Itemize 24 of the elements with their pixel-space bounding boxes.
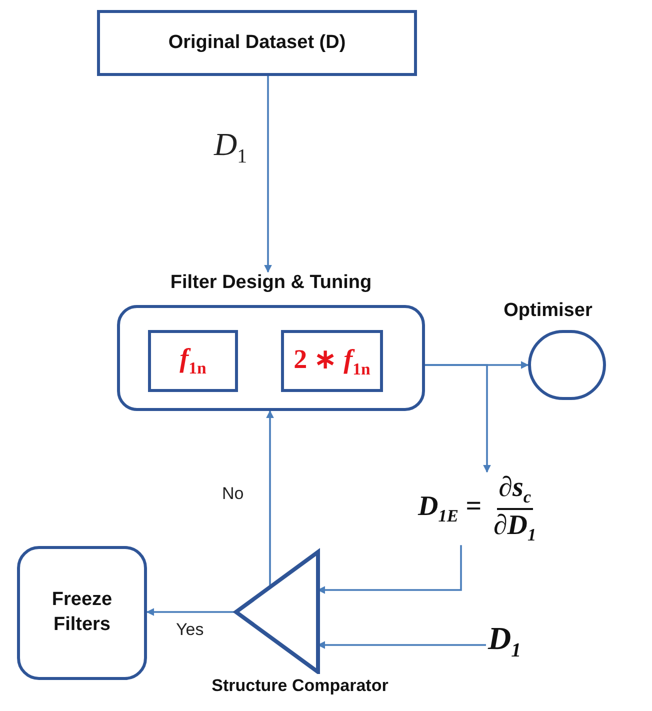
node-caption: Structure Comparator (210, 676, 390, 696)
fraction-numerator: ∂s$_{c}$ (496, 472, 534, 510)
arrow (264, 76, 272, 273)
process-box (97, 10, 417, 76)
box-label: Freeze Filters (50, 588, 114, 637)
box-label: Original Dataset (D) (168, 30, 346, 55)
node-heading: Optimiser (502, 300, 594, 322)
arrow (146, 608, 236, 616)
edge-label: No (222, 484, 244, 504)
filter-formula: 2 ∗ f$_{1n}$ (294, 342, 370, 380)
fraction-denominator: ∂D$_{1}$ (492, 510, 538, 546)
arrow (317, 545, 462, 594)
group-heading: Filter Design & Tuning (169, 272, 373, 294)
edge-label: Yes (176, 620, 204, 640)
edge-label: D$_{1}$ (214, 126, 248, 168)
input-symbol: D$_{1}$ (486, 620, 522, 662)
filter-formula: f$_{1n}$ (180, 343, 206, 379)
arrow (266, 410, 274, 587)
filter-box (148, 330, 238, 392)
arrow (317, 641, 486, 649)
formula-term: D$_{1E}$ = (416, 490, 482, 526)
filter-box (281, 330, 383, 392)
arrow (425, 364, 491, 473)
process-box (17, 546, 147, 680)
